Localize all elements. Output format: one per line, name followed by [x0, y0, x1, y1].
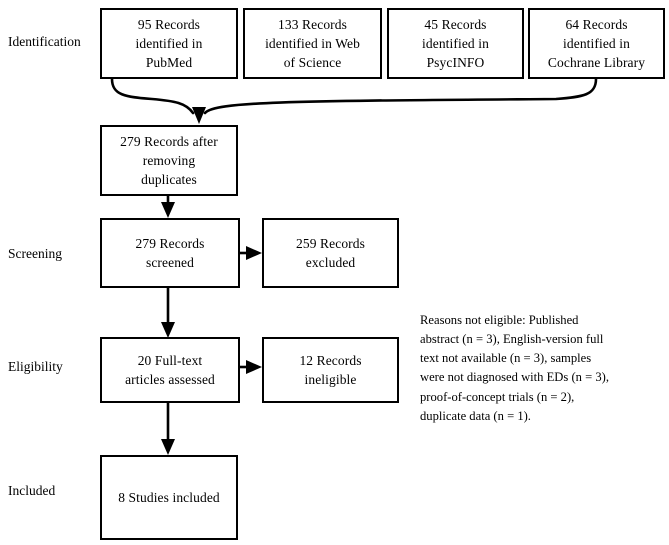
- source-box-cochrane-library: 64 Records identified in Cochrane Librar…: [528, 8, 665, 79]
- node-box-screened: 279 Records screened: [100, 218, 240, 288]
- stage-label-included: Included: [8, 483, 56, 498]
- node-box-ineligible: 12 Records ineligible: [262, 337, 399, 403]
- source-merge-brace: [110, 77, 598, 115]
- source-box-pubmed: 95 Records identified in PubMed: [100, 8, 238, 79]
- node-box-fulltext-assessed: 20 Full-text articles assessed: [100, 337, 240, 403]
- arrow-dedup-to-screened: [161, 196, 175, 218]
- node-box-included: 8 Studies included: [100, 455, 238, 540]
- source-box-web-of-science: 133 Records identified in Web of Science: [243, 8, 382, 79]
- reasons-not-eligible-note: Reasons not eligible: Published abstract…: [420, 313, 609, 423]
- node-box-excluded: 259 Records excluded: [262, 218, 399, 288]
- arrow-fulltext-to-included: [161, 403, 175, 455]
- brace-arrowhead: [192, 107, 206, 124]
- stage-label-eligibility: Eligibility: [8, 359, 63, 374]
- arrow-fulltext-to-ineligible: [240, 360, 262, 374]
- arrow-screened-to-fulltext: [161, 288, 175, 338]
- node-box-deduplicated: 279 Records after removing duplicates: [100, 125, 238, 196]
- source-box-psycinfo: 45 Records identified in PsycINFO: [387, 8, 524, 79]
- stage-label-screening: Screening: [8, 246, 62, 261]
- stage-label-identification: Identification: [8, 34, 81, 49]
- arrow-screened-to-excluded: [240, 246, 262, 260]
